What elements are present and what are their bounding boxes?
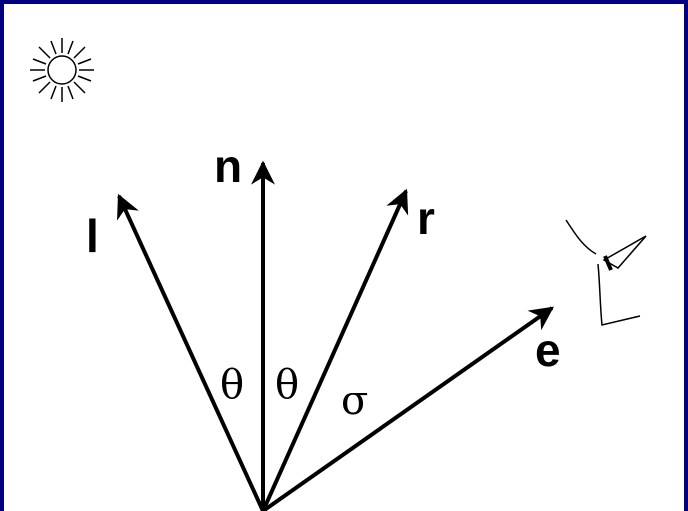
- light-vector: [117, 193, 265, 511]
- label-reflect: r: [417, 192, 435, 244]
- eye-icon: [565, 219, 647, 326]
- eye-vector: [261, 306, 554, 511]
- label-sigma: σ: [341, 378, 368, 424]
- label-eye: e: [535, 324, 561, 376]
- label-normal: n: [214, 140, 242, 192]
- sun-icon: [30, 38, 94, 102]
- label-theta-right: θ: [275, 362, 299, 408]
- label-light: l: [86, 210, 99, 262]
- reflect-vector: [261, 188, 409, 511]
- label-theta-left: θ: [220, 362, 244, 408]
